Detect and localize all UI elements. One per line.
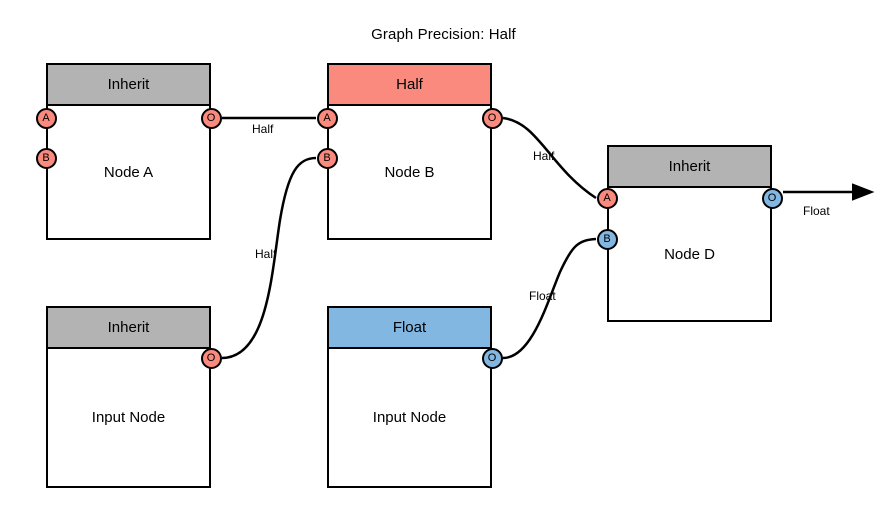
port-in-a-node-a[interactable]: A <box>35 107 57 129</box>
node-header-input-node-middle: Float <box>329 308 490 349</box>
port-out-o-node-d[interactable]: O <box>761 187 783 209</box>
node-header-node-d: Inherit <box>609 147 770 188</box>
edge-label-edge-inputmiddle-out-to-d-b: Float <box>529 289 556 303</box>
node-title-node-d: Node D <box>664 245 715 263</box>
node-title-input-node-middle: Input Node <box>372 409 447 426</box>
port-in-b-node-a[interactable]: B <box>35 147 57 169</box>
port-in-a-node-b[interactable]: A <box>316 107 338 129</box>
page-title: Graph Precision: Half <box>371 26 516 43</box>
edge-label-edge-b-out-to-d-a: Half <box>533 149 555 163</box>
node-header-input-node-left: Inherit <box>48 308 209 349</box>
node-title-node-a: Node A <box>103 163 154 181</box>
port-out-o-input-node-left[interactable]: O <box>200 347 222 369</box>
edge-label-edge-d-out-arrow: Float <box>803 204 830 218</box>
port-in-a-node-d[interactable]: A <box>596 187 618 209</box>
node-title-input-node-left: Input Node <box>91 409 166 426</box>
port-out-o-input-node-middle[interactable]: O <box>481 347 503 369</box>
node-header-node-a: Inherit <box>48 65 209 106</box>
port-in-b-node-b[interactable]: B <box>316 147 338 169</box>
edge-label-edge-inputleft-out-to-b-b: Half <box>255 247 277 261</box>
port-out-o-node-b[interactable]: O <box>481 107 503 129</box>
edge-label-edge-a-out-to-b-a: Half <box>252 122 274 136</box>
port-out-o-node-a[interactable]: O <box>200 107 222 129</box>
node-title-node-b: Node B <box>384 163 435 181</box>
port-in-b-node-d[interactable]: B <box>596 228 618 250</box>
node-header-node-b: Half <box>329 65 490 106</box>
